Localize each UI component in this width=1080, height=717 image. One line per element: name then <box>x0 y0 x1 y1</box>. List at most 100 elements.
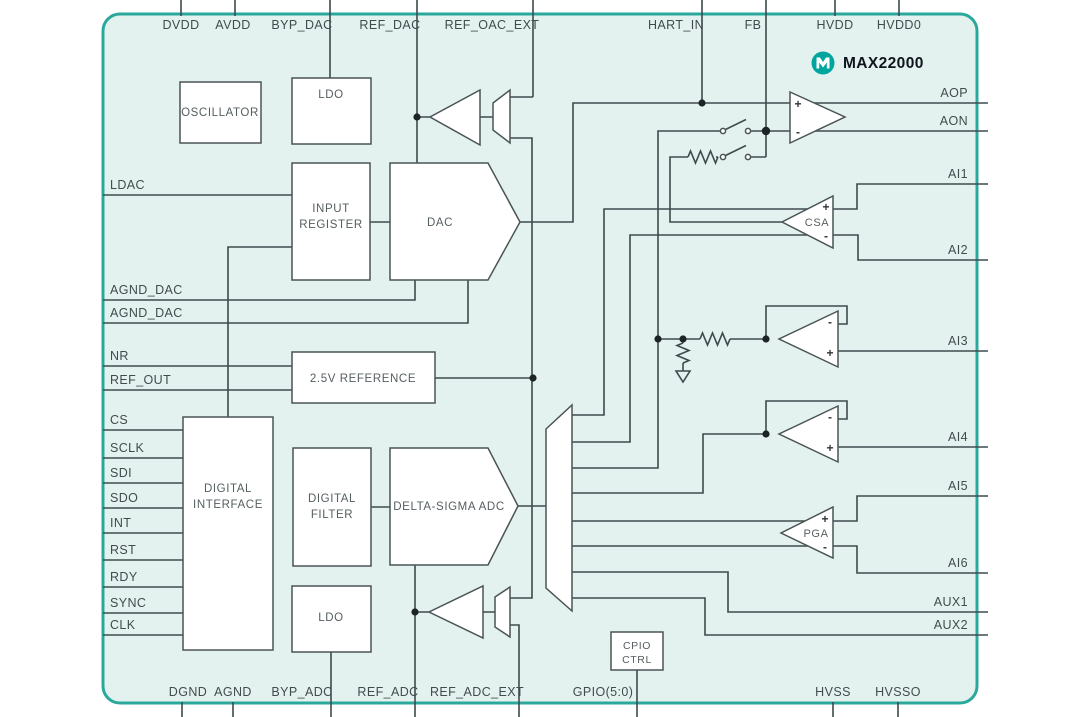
pga-minus-sign: - <box>823 540 827 554</box>
pga-amp <box>779 505 834 560</box>
reference-label: 2.5V REFERENCE <box>310 373 416 385</box>
input-register-block <box>291 162 371 281</box>
ref-adc-buffer <box>427 584 484 640</box>
pin-label-sclk: SCLK <box>110 441 145 455</box>
pin-label-ai2: AI2 <box>948 243 968 257</box>
pin-label-hart-in: HART_IN <box>648 18 704 32</box>
brand: MAX22000 <box>811 51 924 75</box>
dac-block <box>389 162 521 281</box>
dac-label: DAC <box>427 217 453 229</box>
pin-labels: DVDD AVDD BYP_DAC REF_DAC REF_OAC_EXT HA… <box>110 18 968 699</box>
pin-label-hvss: HVSS <box>815 685 851 699</box>
dac-ref-mux <box>492 88 511 145</box>
adc-ref-mux <box>494 585 511 639</box>
pin-label-hvdd: HVDD <box>816 18 853 32</box>
switch-contact <box>744 153 752 161</box>
pga-ai6 <box>572 545 988 574</box>
pin-label-ai1: AI1 <box>948 167 968 181</box>
ai4-net <box>572 400 988 494</box>
csa-label: CSA <box>805 217 829 229</box>
pga-ai5 <box>572 495 988 522</box>
pga-label: PGA <box>803 528 828 540</box>
csa-amp <box>780 194 834 250</box>
pin-label-ai5: AI5 <box>948 479 968 493</box>
digital-filter-block <box>292 447 372 567</box>
ai4-plus-sign: + <box>826 441 833 455</box>
gpio-ctrl-label: CPIO <box>623 640 651 652</box>
pin-label-aux1: AUX1 <box>934 595 968 609</box>
pin-label-ref-adc: REF_ADC <box>357 685 418 699</box>
ai4-buffer <box>777 404 839 464</box>
input-register-label: INPUT <box>312 203 350 215</box>
ground-symbol <box>674 370 692 384</box>
pga-plus-sign: + <box>821 512 828 526</box>
input-register-label: REGISTER <box>299 219 363 231</box>
bottom-pin-wires <box>330 565 638 717</box>
csa-plus-sign: + <box>822 200 829 214</box>
dac-out-aop <box>520 102 988 223</box>
pin-label-byp-adc: BYP_ADC <box>271 685 332 699</box>
ai3-plus-sign: + <box>826 346 833 360</box>
digital-interface-block <box>182 416 274 651</box>
pin-label-rst: RST <box>110 543 136 557</box>
pin-label-int: INT <box>110 516 131 530</box>
top-pin-wires <box>329 0 767 163</box>
aux1-line <box>572 571 988 613</box>
pin-label-gpio: GPIO(5:0) <box>573 685 634 699</box>
switch-contact <box>744 127 752 135</box>
pin-label-ref-adc-ext: REF_ADC_EXT <box>430 685 524 699</box>
block-labels: OSCILLATOR LDO INPUT REGISTER DAC 2.5V R… <box>181 89 829 666</box>
digital-bus <box>227 221 546 508</box>
polarity-signs: + - + - - + - + + - <box>794 97 833 554</box>
pin-label-aop: AOP <box>940 86 968 100</box>
pin-label-ldac: LDAC <box>110 178 145 192</box>
csa-ai1 <box>572 183 988 416</box>
part-number: MAX22000 <box>843 55 924 72</box>
gpio-ctrl-label: CTRL <box>622 654 652 666</box>
pin-label-fb: FB <box>745 18 762 32</box>
csa-ai2 <box>572 234 988 443</box>
csa-minus-sign: - <box>824 229 828 243</box>
gpio-ctrl-block <box>610 631 664 671</box>
adc-label: DELTA-SIGMA ADC <box>393 501 504 513</box>
pin-label-ai3: AI3 <box>948 334 968 348</box>
ai3-net <box>658 305 988 371</box>
blocks <box>179 77 847 671</box>
wires <box>103 0 988 717</box>
digital-filter-label: DIGITAL <box>308 493 356 505</box>
pin-label-sync: SYNC <box>110 596 146 610</box>
pin-label-dvdd: DVDD <box>162 18 199 32</box>
ldo-top-label: LDO <box>318 89 343 101</box>
ldo-bottom-block <box>291 585 372 653</box>
aux2-line <box>572 597 988 636</box>
digital-interface-label: DIGITAL <box>204 483 252 495</box>
left-pin-wires <box>103 194 469 636</box>
pin-label-cs: CS <box>110 413 128 427</box>
digital-interface-label: INTERFACE <box>193 499 263 511</box>
pin-label-agnd-dac1: AGND_DAC <box>110 283 183 297</box>
pin-label-agnd-dac2: AGND_DAC <box>110 306 183 320</box>
digital-filter-label: FILTER <box>311 509 353 521</box>
ai3-resistors <box>674 330 731 364</box>
pin-label-sdi: SDI <box>110 466 132 480</box>
pin-label-ai4: AI4 <box>948 430 968 444</box>
switch-contact <box>719 153 727 161</box>
pin-label-ref-dac: REF_DAC <box>359 18 420 32</box>
pin-label-dgnd: DGND <box>169 685 207 699</box>
pin-label-rdy: RDY <box>110 570 138 584</box>
pin-label-hvsso: HVSSO <box>875 685 921 699</box>
adc-block <box>389 447 519 566</box>
pin-label-hvdd0: HVDD0 <box>877 18 921 32</box>
ref-dac-buffer <box>428 88 481 147</box>
ldo-top-block <box>291 77 372 145</box>
pin-label-clk: CLK <box>110 618 136 632</box>
pin-label-nr: NR <box>110 349 129 363</box>
pin-label-ref-oac-ext: REF_OAC_EXT <box>445 18 540 32</box>
pin-label-aon: AON <box>940 114 968 128</box>
oscillator-label: OSCILLATOR <box>181 107 259 119</box>
reference-block <box>291 351 436 404</box>
fb-switch-net <box>572 118 782 469</box>
switches <box>719 127 752 161</box>
opamp-minus-sign: - <box>796 125 800 139</box>
